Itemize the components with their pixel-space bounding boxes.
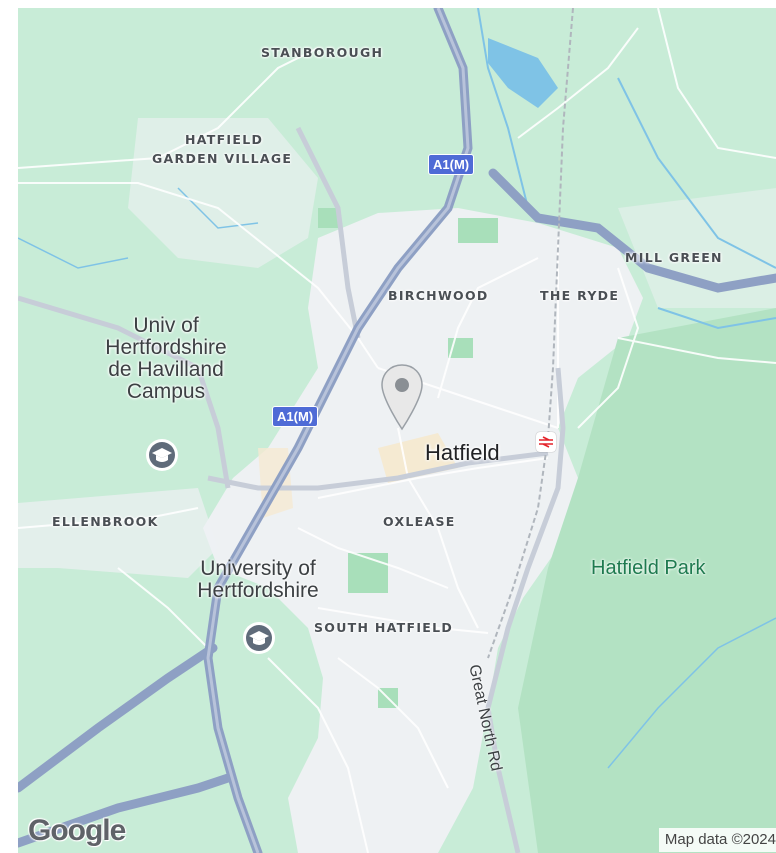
district-label-ellenbrook: ELLENBROOK bbox=[52, 514, 159, 529]
railway-line bbox=[487, 8, 574, 659]
district-label-birchwood: BIRCHWOOD bbox=[388, 288, 489, 303]
urban-area bbox=[18, 488, 218, 578]
poi-label-line: Univ of bbox=[133, 314, 199, 337]
park-area bbox=[348, 553, 388, 593]
district-label-oxlease: OXLEASE bbox=[383, 514, 456, 529]
district-label-the-ryde: THE RYDE bbox=[540, 288, 620, 303]
district-label-mill-green: MILL GREEN bbox=[625, 250, 723, 265]
water-body bbox=[488, 38, 558, 108]
poi-label-line: de Havilland bbox=[108, 358, 224, 381]
road-shield-a1m: A1(M) bbox=[428, 154, 475, 175]
stream bbox=[657, 307, 776, 330]
map-base-layer bbox=[18, 8, 776, 853]
map-canvas[interactable]: STANBOROUGH HATFIELD GARDEN VILLAGE MILL… bbox=[18, 8, 776, 853]
poi-label-university-of-hertfordshire[interactable]: University of Hertfordshire bbox=[163, 558, 353, 602]
poi-label-line: University of bbox=[200, 557, 316, 580]
location-pin-icon[interactable] bbox=[380, 363, 424, 437]
urban-area bbox=[203, 208, 643, 853]
google-logo: Google bbox=[28, 814, 126, 847]
rail-station-icon[interactable] bbox=[536, 432, 556, 452]
stream bbox=[18, 237, 129, 269]
graduation-cap-icon[interactable] bbox=[242, 621, 276, 655]
poi-label-line: Hertfordshire bbox=[105, 336, 227, 359]
urban-area bbox=[618, 188, 776, 308]
map-attribution[interactable]: Map data ©2024 bbox=[658, 828, 776, 852]
poi-label-de-havilland-campus[interactable]: Univ of Hertfordshire de Havilland Campu… bbox=[76, 315, 256, 403]
stream bbox=[607, 617, 776, 769]
park-label-hatfield-park: Hatfield Park bbox=[591, 557, 706, 579]
district-label-hatfield-garden-village: HATFIELD bbox=[185, 132, 264, 147]
poi-label-line: Hertfordshire bbox=[197, 579, 319, 602]
urban-area bbox=[128, 118, 318, 268]
stream bbox=[177, 187, 259, 229]
rail-symbol bbox=[539, 436, 553, 448]
park-area bbox=[458, 218, 498, 243]
road-shield-a1m: A1(M) bbox=[272, 406, 319, 427]
town-label-hatfield: Hatfield bbox=[425, 440, 500, 465]
district-label-south-hatfield: SOUTH HATFIELD bbox=[314, 620, 454, 635]
district-label-stanborough: STANBOROUGH bbox=[261, 45, 384, 60]
stream bbox=[617, 77, 776, 269]
graduation-cap-icon[interactable] bbox=[145, 438, 179, 472]
district-label-hatfield-garden-village: GARDEN VILLAGE bbox=[152, 151, 293, 166]
poi-label-line: Campus bbox=[126, 380, 206, 403]
park-area bbox=[318, 208, 338, 228]
stream bbox=[477, 8, 529, 209]
park-area bbox=[518, 308, 776, 853]
